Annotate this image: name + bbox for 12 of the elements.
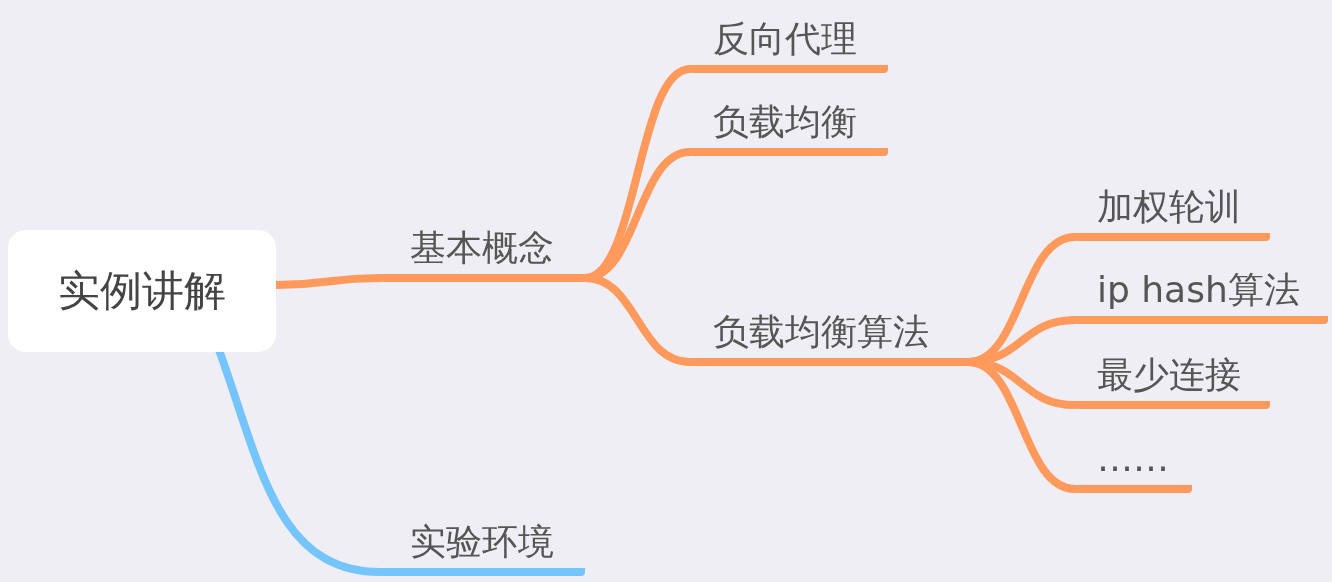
underlined-topic: …… [1075, 433, 1192, 493]
underlined-topic: 加权轮训 [1075, 181, 1270, 241]
underlined-topic: 实验环境 [380, 516, 585, 576]
branch-line [964, 358, 1079, 493]
underlined-topic: 反向代理 [690, 13, 888, 73]
underlined-topic: 基本概念 [380, 222, 585, 282]
underlined-topic: 负载均衡 [690, 96, 888, 156]
underlined-topic: 负载均衡算法 [690, 306, 968, 366]
branch-line [581, 274, 694, 366]
underlined-topic: ip hash算法 [1075, 264, 1328, 324]
underlined-topic: 最少连接 [1075, 349, 1270, 409]
topic-box: 实例讲解 [8, 230, 276, 352]
